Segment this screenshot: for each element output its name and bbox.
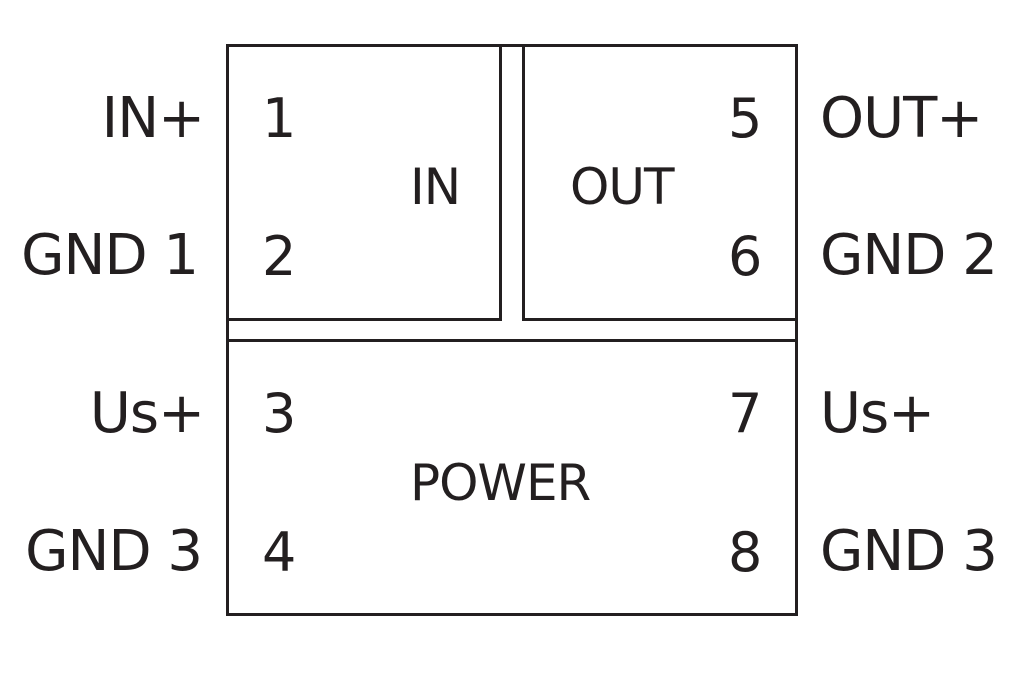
label-gnd-2: GND 2	[820, 223, 998, 288]
label-in-plus: IN+	[101, 86, 205, 151]
out-section-label: OUT	[570, 158, 674, 216]
in-section	[226, 44, 502, 321]
out-section	[522, 44, 798, 321]
pin-8: 8	[728, 521, 762, 584]
pin-6: 6	[728, 225, 762, 288]
pin-3: 3	[262, 382, 296, 445]
pin-1: 1	[262, 87, 296, 150]
pin-2: 2	[262, 225, 296, 288]
label-us-plus-left: Us+	[89, 381, 205, 446]
in-section-label: IN	[410, 158, 461, 216]
power-section	[226, 339, 798, 616]
pin-7: 7	[728, 382, 762, 445]
power-section-label: POWER	[410, 454, 591, 512]
label-gnd-3-right: GND 3	[820, 519, 998, 584]
label-gnd-1: GND 1	[21, 223, 199, 288]
pin-4: 4	[262, 521, 296, 584]
label-out-plus: OUT+	[820, 86, 983, 151]
label-gnd-3-left: GND 3	[25, 519, 203, 584]
label-us-plus-right: Us+	[820, 381, 935, 446]
pin-5: 5	[728, 87, 762, 150]
